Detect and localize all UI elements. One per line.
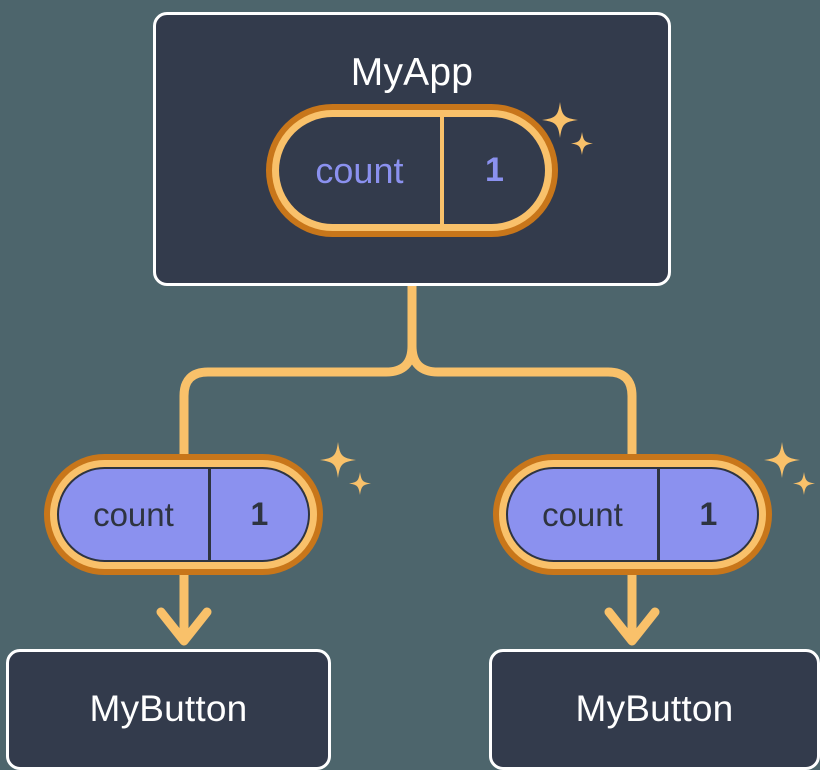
sparkle-icon-left: [320, 442, 371, 495]
state-pill-child-left[interactable]: count 1: [44, 454, 323, 575]
component-title-mybutton-right: MyButton: [575, 688, 734, 729]
state-pill-ring: count 1: [272, 110, 552, 231]
state-key-label: count: [59, 469, 211, 560]
state-value-label: 1: [484, 151, 504, 189]
component-title-myapp: MyApp: [350, 51, 474, 94]
state-pill-ring: count 1: [499, 460, 766, 569]
wire-arrow-head-left: [156, 607, 212, 646]
state-pill-body: count 1: [279, 117, 545, 224]
state-pill-body: count 1: [57, 467, 310, 562]
wire-arrow-head-right: [604, 607, 660, 646]
component-card-mybutton-right[interactable]: MyButton: [489, 649, 820, 770]
state-value-label: 1: [699, 496, 718, 532]
state-value-label: 1: [250, 496, 269, 532]
wire-branch-left: [179, 345, 417, 454]
state-pill-myapp[interactable]: count 1: [266, 104, 558, 237]
state-pill-ring: count 1: [50, 460, 317, 569]
state-key-label: count: [279, 117, 444, 224]
state-key-label: count: [508, 469, 660, 560]
component-title-mybutton-left: MyButton: [89, 688, 248, 729]
state-pill-body: count 1: [506, 467, 759, 562]
state-pill-child-right[interactable]: count 1: [493, 454, 772, 575]
component-card-mybutton-left[interactable]: MyButton: [6, 649, 331, 770]
wire-branch-right: [407, 345, 637, 454]
